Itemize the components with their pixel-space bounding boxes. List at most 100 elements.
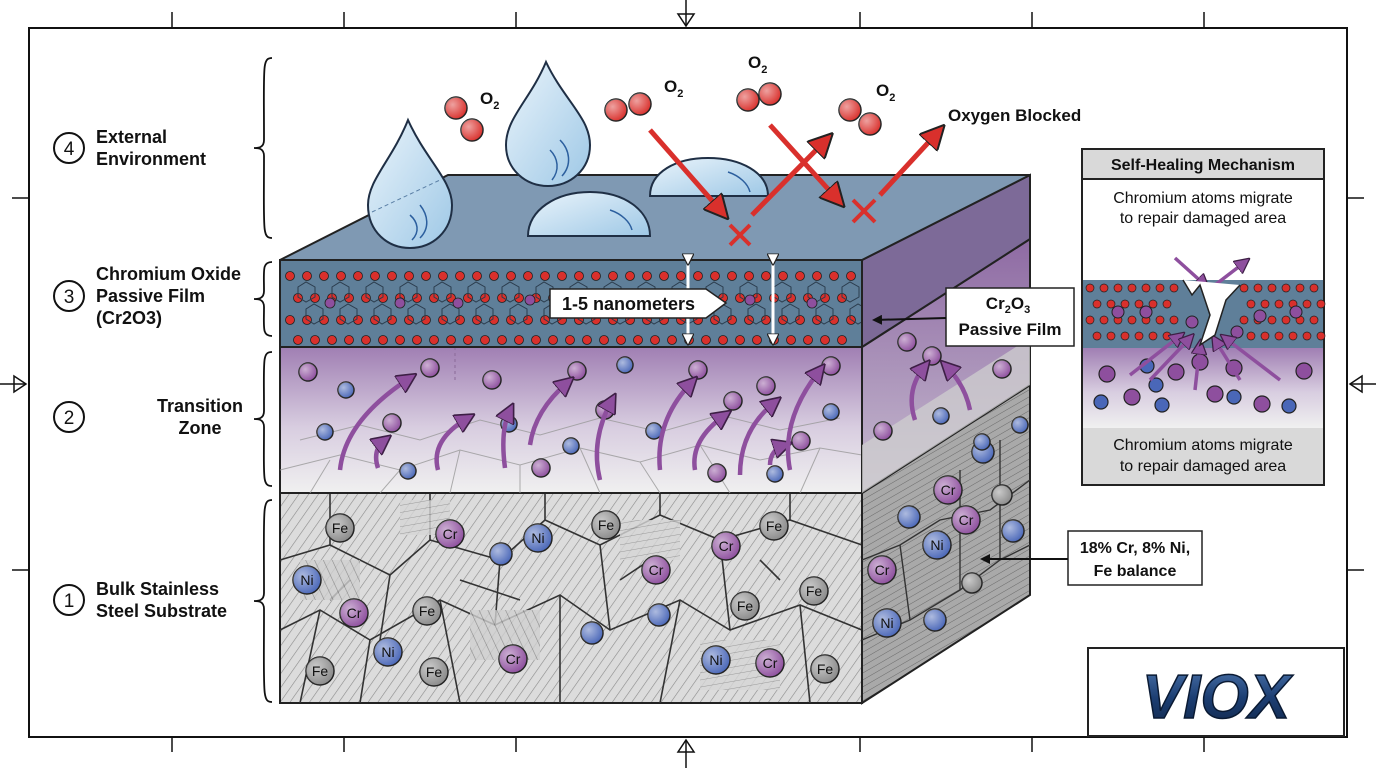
- ni-atom: [1226, 389, 1242, 405]
- cr-atom: [420, 358, 440, 378]
- ni-atom-label: Ni: [930, 537, 943, 553]
- layer-brace: [253, 499, 273, 703]
- migration-arrow: [503, 410, 510, 469]
- healing-arrow: [1173, 256, 1205, 285]
- migration-arrow: [337, 378, 410, 471]
- ni-atom: [822, 403, 840, 421]
- cr-atom: [1295, 362, 1313, 380]
- inset-bottom-text-2: to repair damaged area: [1120, 458, 1286, 475]
- cr-atom: [688, 360, 708, 380]
- crack: [1182, 279, 1241, 347]
- oxygen-label: O2: [664, 77, 683, 100]
- migration-arrow: [767, 445, 785, 466]
- cr-atom: [873, 421, 893, 441]
- cr-atom: [567, 361, 587, 381]
- migration-arrow: [594, 400, 612, 481]
- healing-arrow: [1195, 345, 1200, 391]
- water-bead: [526, 190, 652, 237]
- thickness-callout: 1-5 nanometers: [549, 262, 773, 342]
- ni-atom: [897, 505, 921, 529]
- layer-name-line: Transition: [157, 396, 243, 416]
- fe-atom-label: Fe: [598, 517, 615, 533]
- cr-atom-label: Cr: [443, 526, 458, 542]
- ni-atom: [1093, 394, 1109, 410]
- cr-atom: Cr: [435, 519, 465, 549]
- cr-atom: Cr: [641, 555, 671, 585]
- fe-atom-label: Fe: [737, 598, 754, 614]
- ni-atom-label: Ni: [300, 572, 313, 588]
- cr-atom: [1253, 395, 1271, 413]
- layer-name-line: Passive Film: [96, 286, 205, 306]
- ni-atom: [1148, 377, 1164, 393]
- cr-atom: [1206, 385, 1224, 403]
- cr-atom: [1123, 388, 1141, 406]
- fe-atom: Fe: [305, 656, 335, 686]
- cr-atom: Cr: [933, 475, 963, 505]
- ni-atom: Ni: [373, 637, 403, 667]
- ni-atom: Ni: [922, 530, 952, 560]
- logo-text: VIOX: [1142, 663, 1294, 732]
- ni-atom-label: Ni: [381, 644, 394, 660]
- fe-atom: Fe: [759, 511, 789, 541]
- ni-atom: Ni: [292, 565, 322, 595]
- fe-atom-label: Fe: [312, 663, 329, 679]
- fe-atom: Fe: [810, 654, 840, 684]
- fe-atom: Fe: [591, 510, 621, 540]
- ni-atom: [337, 381, 355, 399]
- layer-name-line: Zone: [179, 418, 222, 438]
- self-healing-inset: Self-Healing Mechanism Chromium atoms mi…: [1081, 148, 1326, 486]
- cr-atom: Cr: [498, 644, 528, 674]
- cr-atom-label: Cr: [763, 655, 778, 671]
- cr-atom: [821, 356, 841, 376]
- ni-atom: [489, 542, 513, 566]
- fe-atom-label: Fe: [426, 664, 443, 680]
- cr-atom: Cr: [711, 531, 741, 561]
- migration-arrow: [376, 440, 385, 469]
- ni-atom: [399, 462, 417, 480]
- cr-atom: [482, 370, 502, 390]
- ni-atom: [1011, 416, 1029, 434]
- migration-arrow: [946, 366, 973, 411]
- water-bead: [648, 156, 770, 197]
- cr-atom: [1098, 365, 1116, 383]
- fe-atom: Fe: [799, 576, 829, 606]
- layer-name-line: Chromium Oxide: [96, 264, 241, 284]
- composition-line-1: 18% Cr, 8% Ni,: [1080, 540, 1190, 557]
- cr-atom: [897, 332, 917, 352]
- cr-atom-label: Cr: [506, 651, 521, 667]
- ni-atom: [1001, 519, 1025, 543]
- layer-brace: [253, 57, 273, 239]
- healing-arrow: [1213, 262, 1245, 287]
- migration-arrow: [912, 366, 925, 421]
- viox-logo: VIOX: [1087, 647, 1345, 737]
- fe-atom: Fe: [325, 513, 355, 543]
- migration-arrows: [337, 366, 973, 481]
- fe-atom: [991, 484, 1013, 506]
- water-droplets: [366, 59, 770, 250]
- layer-brace: [253, 351, 273, 487]
- cr-atom: [382, 413, 402, 433]
- oxygen-label: O2: [480, 89, 499, 112]
- fe-atom-label: Fe: [332, 520, 349, 536]
- layer-name-line: Bulk Stainless: [96, 579, 219, 599]
- thickness-label: 1-5 nanometers: [562, 294, 695, 314]
- ni-atom: [647, 603, 671, 627]
- ni-atom: [580, 621, 604, 645]
- cr-atom-label: Cr: [347, 605, 362, 621]
- healing-arrow: [1128, 336, 1180, 377]
- cr-atom: [298, 362, 318, 382]
- ni-atom-label: Ni: [709, 652, 722, 668]
- ni-atom: [1154, 397, 1170, 413]
- water-drop: [366, 117, 454, 250]
- ni-atom: Ni: [872, 608, 902, 638]
- cr-atom-label: Cr: [649, 562, 664, 578]
- composition-line-2: Fe balance: [1094, 563, 1177, 580]
- migration-arrow: [527, 382, 568, 446]
- migration-arrow: [692, 415, 725, 471]
